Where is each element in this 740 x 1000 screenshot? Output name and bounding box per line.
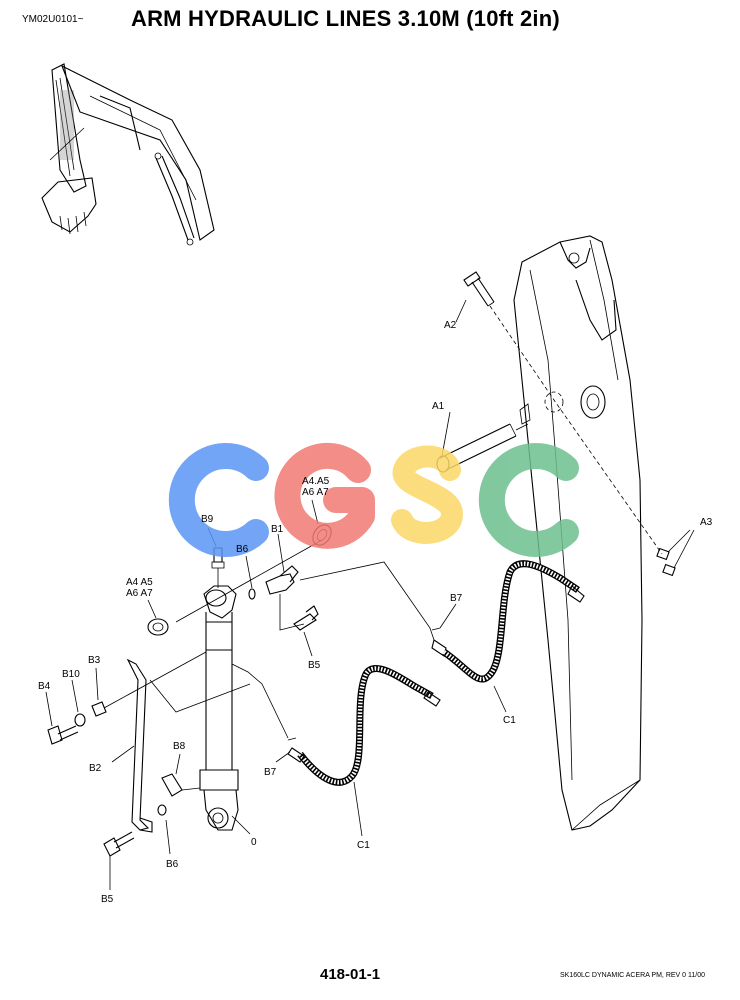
label-zero: 0 — [251, 837, 257, 848]
label-a2: A2 — [444, 320, 457, 331]
b2-bracket — [111, 658, 153, 833]
document-code: YM02U0101~ — [22, 14, 84, 25]
a2-bolt — [463, 271, 663, 555]
label-b2: B2 — [89, 763, 102, 774]
b8-fitting — [161, 753, 201, 797]
b3-clamp — [91, 651, 251, 717]
a4-washer-left — [147, 618, 169, 636]
label-a3: A3 — [700, 517, 713, 528]
b6-seal-top — [245, 555, 256, 600]
b1-elbow — [265, 533, 305, 631]
label-b7-bottom: B7 — [264, 767, 277, 778]
b5-bolt-mid — [293, 605, 319, 631]
label-a4-top-line2: A6 A7 — [302, 487, 329, 498]
footer-note: SK160LC DYNAMIC ACERA PM, REV 0 11/00 — [560, 972, 705, 979]
c1-hose-upper — [441, 560, 585, 683]
page-title: ARM HYDRAULIC LINES 3.10M (10ft 2in) — [131, 6, 560, 31]
c1-hose-lower — [297, 665, 441, 786]
label-b5-mid: B5 — [308, 660, 321, 671]
label-c1-bottom: C1 — [357, 840, 370, 851]
b4-bolt — [45, 691, 79, 745]
b7-fitting-top — [431, 627, 447, 657]
label-b1: B1 — [271, 524, 284, 535]
label-b10: B10 — [62, 669, 80, 680]
page-number: 418-01-1 — [320, 966, 381, 983]
label-a1: A1 — [432, 401, 445, 412]
label-a4-left-line1: A4 A5 — [126, 577, 153, 588]
label-a4-top-line1: A4.A5 — [302, 476, 330, 487]
b10-washer — [71, 679, 86, 727]
b6-seal-bottom — [157, 804, 171, 855]
label-b9: B9 — [201, 514, 214, 525]
label-c1-right: C1 — [503, 715, 516, 726]
label-b4: B4 — [38, 681, 51, 692]
label-b8: B8 — [173, 741, 186, 752]
label-b3: B3 — [88, 655, 101, 666]
label-b6-top: B6 — [236, 544, 249, 555]
label-b6-bottom: B6 — [166, 859, 179, 870]
b5-bolt-bottom — [103, 831, 135, 890]
label-b5-bottom: B5 — [101, 894, 114, 905]
machine-overview-sketch — [41, 63, 215, 246]
label-a4-left-line2: A6 A7 — [126, 588, 153, 599]
arm-cylinder — [199, 585, 239, 831]
a3-fittings — [656, 529, 695, 577]
label-b7-top: B7 — [450, 593, 463, 604]
b7-fitting-bottom — [275, 737, 305, 763]
cgsc-watermark — [168, 442, 579, 557]
